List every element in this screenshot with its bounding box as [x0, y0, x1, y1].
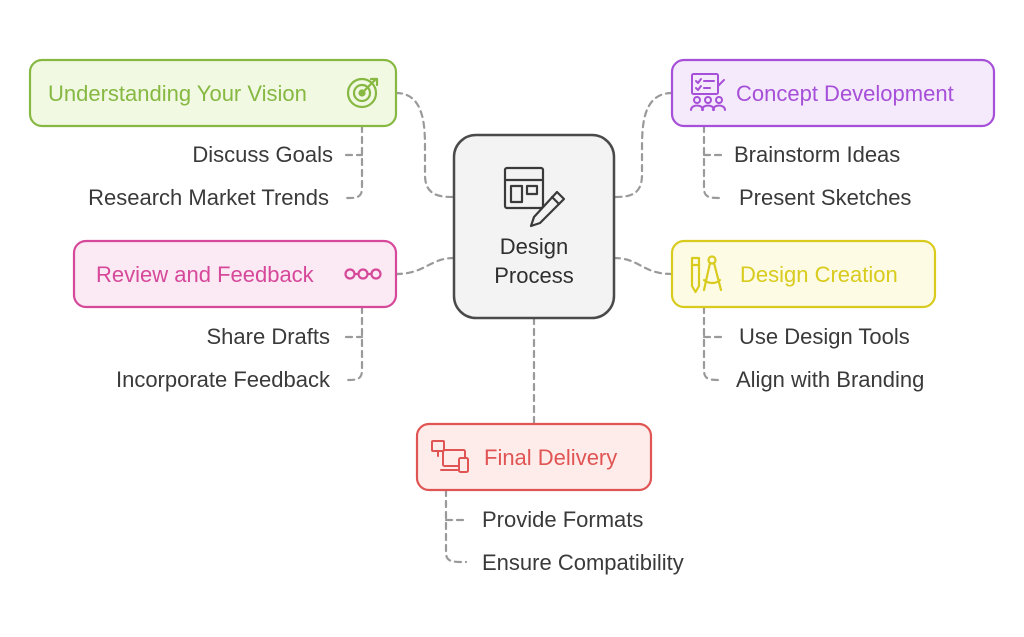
- concept-item-2: Present Sketches: [739, 185, 911, 210]
- connector-delivery-items: [444, 488, 468, 564]
- review-item-1: Share Drafts: [207, 324, 331, 349]
- connector-concept: [612, 91, 674, 199]
- connector-vision: [394, 91, 456, 199]
- connector-creation: [612, 256, 674, 276]
- node-title-concept: Concept Development: [736, 81, 954, 106]
- design-sketch-icon: [503, 166, 566, 228]
- connected-dots-icon: [344, 268, 382, 280]
- connectors: [344, 91, 724, 564]
- node-title-delivery: Final Delivery: [484, 445, 617, 470]
- creation-item-2: Align with Branding: [736, 367, 924, 392]
- team-checklist-icon: [690, 73, 726, 111]
- node-title-creation: Design Creation: [740, 262, 898, 287]
- target-icon: [346, 77, 379, 109]
- connector-vision-items: [344, 124, 364, 200]
- delivery-item-1: Provide Formats: [482, 507, 643, 532]
- connector-creation-items: [702, 305, 724, 382]
- node-title-review: Review and Feedback: [96, 262, 315, 287]
- vision-item-2: Research Market Trends: [88, 185, 329, 210]
- connector-review: [394, 256, 456, 276]
- node-review-and-feedback[interactable]: Review and Feedback: [72, 239, 398, 309]
- review-item-2: Incorporate Feedback: [116, 367, 331, 392]
- node-title-vision: Understanding Your Vision: [48, 81, 307, 106]
- concept-item-1: Brainstorm Ideas: [734, 142, 900, 167]
- center-title-line-1: Design: [500, 234, 568, 259]
- node-final-delivery[interactable]: Final Delivery: [415, 422, 653, 492]
- node-concept-development[interactable]: Concept Development: [670, 58, 996, 128]
- connector-review-items: [344, 305, 364, 382]
- compass-pen-icon: [690, 255, 723, 294]
- node-design-creation[interactable]: Design Creation: [670, 239, 937, 309]
- delivery-item-2: Ensure Compatibility: [482, 550, 684, 575]
- vision-item-1: Discuss Goals: [192, 142, 333, 167]
- creation-item-1: Use Design Tools: [739, 324, 910, 349]
- center-node[interactable]: Design Process: [452, 133, 616, 320]
- center-title-line-2: Process: [494, 263, 573, 288]
- devices-icon: [431, 440, 469, 473]
- connector-concept-items: [702, 124, 724, 200]
- node-understanding-your-vision[interactable]: Understanding Your Vision: [28, 58, 398, 128]
